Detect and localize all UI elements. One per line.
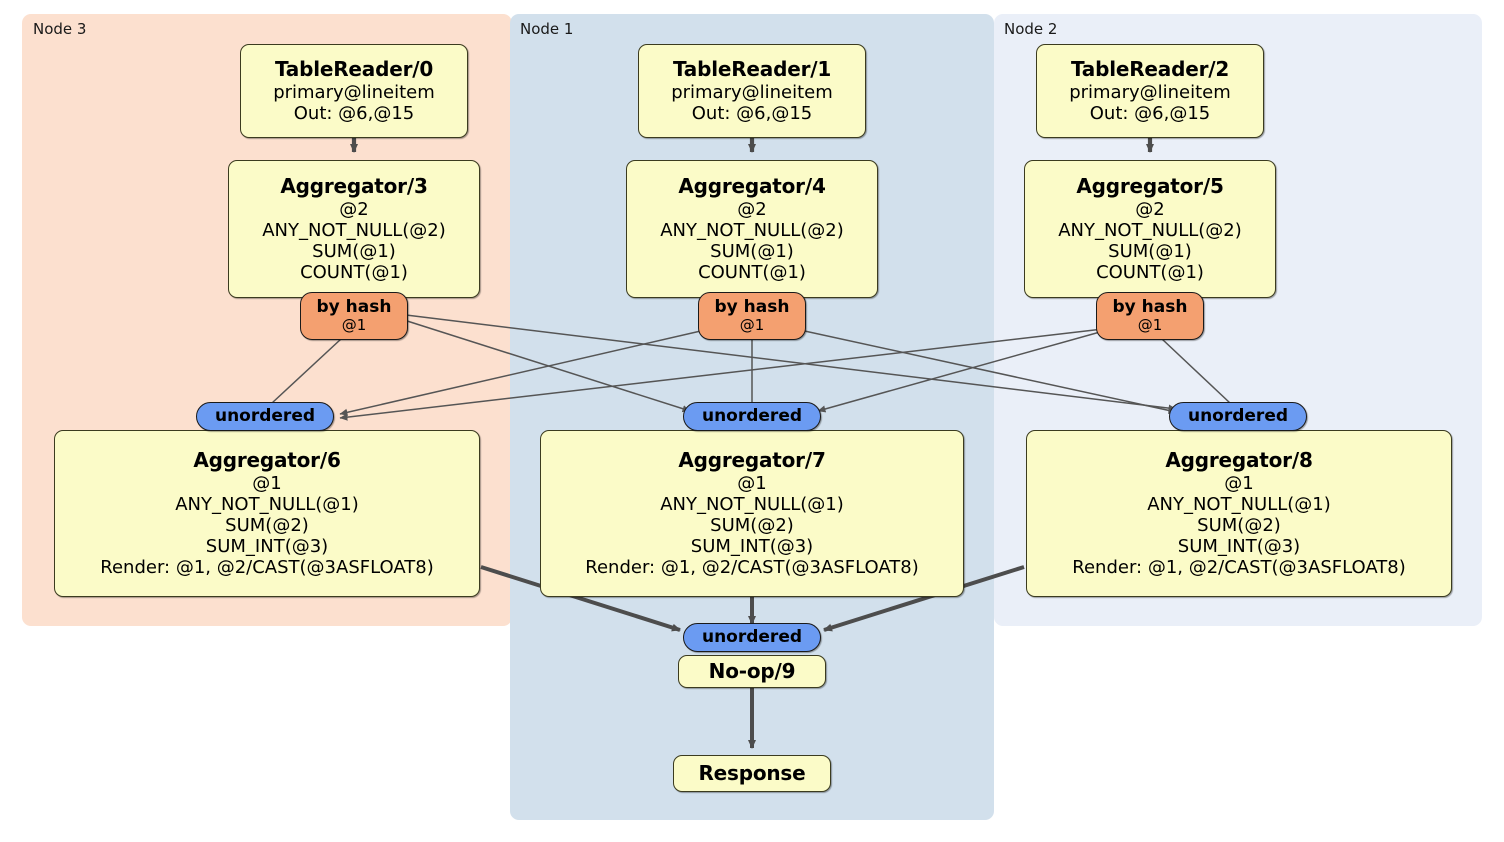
- node-line: primary@lineitem: [1069, 81, 1231, 103]
- node-line: Out: @6,@15: [691, 102, 813, 124]
- node-line: ANY_NOT_NULL(@2): [262, 219, 446, 241]
- node-line: @2: [737, 198, 767, 220]
- edge-hashright-unorderedright: [1161, 338, 1231, 404]
- stream-unordered-final[interactable]: unordered: [683, 623, 821, 652]
- processor-aggregator-8[interactable]: Aggregator/8 @1 ANY_NOT_NULL(@1) SUM(@2)…: [1026, 430, 1452, 597]
- node-title: Aggregator/8: [1165, 448, 1313, 473]
- node-line: ANY_NOT_NULL(@1): [660, 493, 844, 515]
- region-label-node-2: Node 2: [1004, 20, 1058, 38]
- edge-hashcenter-unorderedright: [799, 329, 1177, 414]
- node-title: TableReader/2: [1070, 57, 1230, 82]
- stream-label: unordered: [701, 627, 803, 647]
- node-line: @1: [252, 472, 282, 494]
- node-line-render: Render: @1, @2/CAST(@3ASFLOAT8): [585, 556, 919, 578]
- node-line: ANY_NOT_NULL(@2): [660, 219, 844, 241]
- node-line: COUNT(@1): [698, 261, 806, 283]
- node-line: @1: [737, 472, 767, 494]
- node-line: SUM_INT(@3): [205, 535, 329, 557]
- node-title: Aggregator/7: [678, 448, 826, 473]
- router-by-hash-left[interactable]: by hash @1: [300, 292, 408, 340]
- node-title: No-op/9: [708, 658, 796, 683]
- processor-aggregator-5[interactable]: Aggregator/5 @2 ANY_NOT_NULL(@2) SUM(@1)…: [1024, 160, 1276, 298]
- stream-label: unordered: [1187, 406, 1289, 426]
- processor-tablereader-0[interactable]: TableReader/0 primary@lineitem Out: @6,@…: [240, 44, 468, 138]
- stream-unordered-center[interactable]: unordered: [683, 402, 821, 431]
- node-line: COUNT(@1): [1096, 261, 1204, 283]
- node-line: COUNT(@1): [300, 261, 408, 283]
- router-sub: @1: [1137, 316, 1163, 335]
- edge-aggregator8-unorderedfinal: [823, 565, 1025, 632]
- stream-unordered-right[interactable]: unordered: [1169, 402, 1307, 431]
- region-label-node-3: Node 3: [33, 20, 87, 38]
- node-line: SUM(@1): [1108, 240, 1192, 262]
- edge-hashright-unorderedcenter: [817, 331, 1101, 413]
- node-line: SUM(@1): [710, 240, 794, 262]
- edge-hashcenter-unorderedleft: [339, 329, 706, 416]
- node-line: @2: [1135, 198, 1165, 220]
- node-title: TableReader/0: [274, 57, 434, 82]
- node-line: primary@lineitem: [273, 81, 435, 103]
- processor-response[interactable]: Response: [673, 755, 831, 792]
- node-line-render: Render: @1, @2/CAST(@3ASFLOAT8): [100, 556, 434, 578]
- router-title: by hash: [1112, 297, 1188, 318]
- router-by-hash-right[interactable]: by hash @1: [1096, 292, 1204, 340]
- node-line-render: Render: @1, @2/CAST(@3ASFLOAT8): [1072, 556, 1406, 578]
- node-line: SUM(@2): [1197, 514, 1281, 536]
- node-title: Aggregator/6: [193, 448, 341, 473]
- processor-aggregator-4[interactable]: Aggregator/4 @2 ANY_NOT_NULL(@2) SUM(@1)…: [626, 160, 878, 298]
- stream-unordered-left[interactable]: unordered: [196, 402, 334, 431]
- router-title: by hash: [714, 297, 790, 318]
- router-by-hash-center[interactable]: by hash @1: [698, 292, 806, 340]
- processor-tablereader-2[interactable]: TableReader/2 primary@lineitem Out: @6,@…: [1036, 44, 1264, 138]
- processor-aggregator-3[interactable]: Aggregator/3 @2 ANY_NOT_NULL(@2) SUM(@1)…: [228, 160, 480, 298]
- edge-hashright-unorderedleft: [339, 328, 1104, 421]
- processor-tablereader-1[interactable]: TableReader/1 primary@lineitem Out: @6,@…: [638, 44, 866, 138]
- region-label-node-1: Node 1: [520, 20, 574, 38]
- node-title: Response: [698, 760, 806, 785]
- node-title: TableReader/1: [672, 57, 832, 82]
- processor-noop-9[interactable]: No-op/9: [678, 655, 826, 688]
- processor-aggregator-7[interactable]: Aggregator/7 @1 ANY_NOT_NULL(@1) SUM(@2)…: [540, 430, 964, 597]
- router-title: by hash: [316, 297, 392, 318]
- node-line: Out: @6,@15: [293, 102, 415, 124]
- node-line: @1: [1224, 472, 1254, 494]
- node-line: SUM_INT(@3): [690, 535, 814, 557]
- router-sub: @1: [341, 316, 367, 335]
- node-line: Out: @6,@15: [1089, 102, 1211, 124]
- edge-hashleft-unorderedleft: [271, 338, 342, 404]
- stream-label: unordered: [701, 406, 803, 426]
- node-line: primary@lineitem: [671, 81, 833, 103]
- node-line: ANY_NOT_NULL(@2): [1058, 219, 1242, 241]
- edge-hashleft-unorderedright: [405, 314, 1177, 412]
- node-line: ANY_NOT_NULL(@1): [1147, 493, 1331, 515]
- node-line: SUM_INT(@3): [1177, 535, 1301, 557]
- node-title: Aggregator/5: [1076, 174, 1224, 199]
- node-title: Aggregator/3: [280, 174, 428, 199]
- processor-aggregator-6[interactable]: Aggregator/6 @1 ANY_NOT_NULL(@1) SUM(@2)…: [54, 430, 480, 597]
- node-line: ANY_NOT_NULL(@1): [175, 493, 359, 515]
- router-sub: @1: [739, 316, 765, 335]
- node-line: SUM(@2): [710, 514, 794, 536]
- node-line: @2: [339, 198, 369, 220]
- node-title: Aggregator/4: [678, 174, 826, 199]
- edge-aggregator6-unorderedfinal: [480, 565, 681, 632]
- stream-label: unordered: [214, 406, 316, 426]
- edge-hashleft-unorderedcenter: [403, 319, 691, 413]
- node-line: SUM(@2): [225, 514, 309, 536]
- node-line: SUM(@1): [312, 240, 396, 262]
